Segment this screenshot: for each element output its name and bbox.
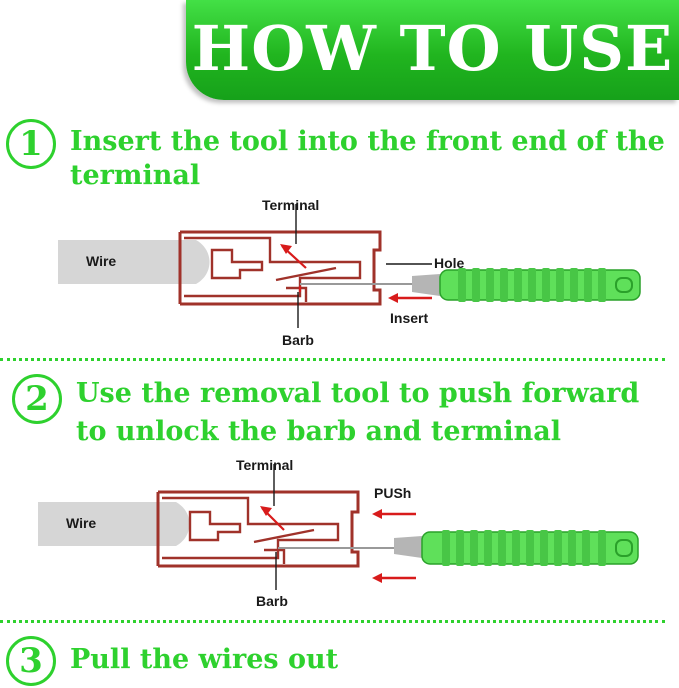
barb-shape — [275, 266, 337, 302]
step-1-number: 1 — [6, 119, 56, 169]
label-insert: Insert — [390, 310, 428, 326]
label-terminal: Terminal — [236, 457, 293, 473]
terminal-outline — [184, 236, 362, 298]
divider-2 — [0, 620, 665, 623]
wire-shape — [58, 240, 210, 284]
label-barb: Barb — [282, 332, 314, 348]
step-1-text-line2: terminal — [70, 160, 201, 191]
label-hole: Hole — [434, 255, 465, 271]
label-terminal: Terminal — [262, 197, 319, 213]
tool-tip — [394, 536, 422, 558]
housing-outline — [178, 230, 382, 306]
barb-shape — [253, 528, 315, 564]
label-barb: Barb — [256, 593, 288, 609]
label-push: PUSh — [374, 485, 411, 501]
step-2-number: 2 — [12, 374, 62, 424]
diagram-insert: Wire Terminal Hole Insert Barb — [58, 197, 641, 348]
step-2-text-line2: to unlock the barb and terminal — [76, 416, 561, 447]
header-banner — [186, 0, 679, 100]
housing-outline — [156, 490, 360, 568]
terminal-outline — [162, 496, 340, 560]
tool-body — [439, 269, 641, 301]
step-3-number: 3 — [6, 636, 56, 686]
tool-tip — [412, 274, 440, 296]
step-2-text-line1: Use the removal tool to push forward — [76, 378, 640, 409]
label-wire: Wire — [86, 253, 116, 269]
page-title: HOW TO USE — [191, 12, 674, 85]
wire-shape — [38, 502, 190, 546]
step-3-text: Pull the wires out — [70, 644, 339, 675]
diagram-push: Wire Terminal PUSh Barb — [38, 457, 639, 609]
divider-1 — [0, 358, 665, 361]
label-wire: Wire — [66, 515, 96, 531]
step-1-text-line1: Insert the tool into the front end of th… — [70, 126, 665, 157]
